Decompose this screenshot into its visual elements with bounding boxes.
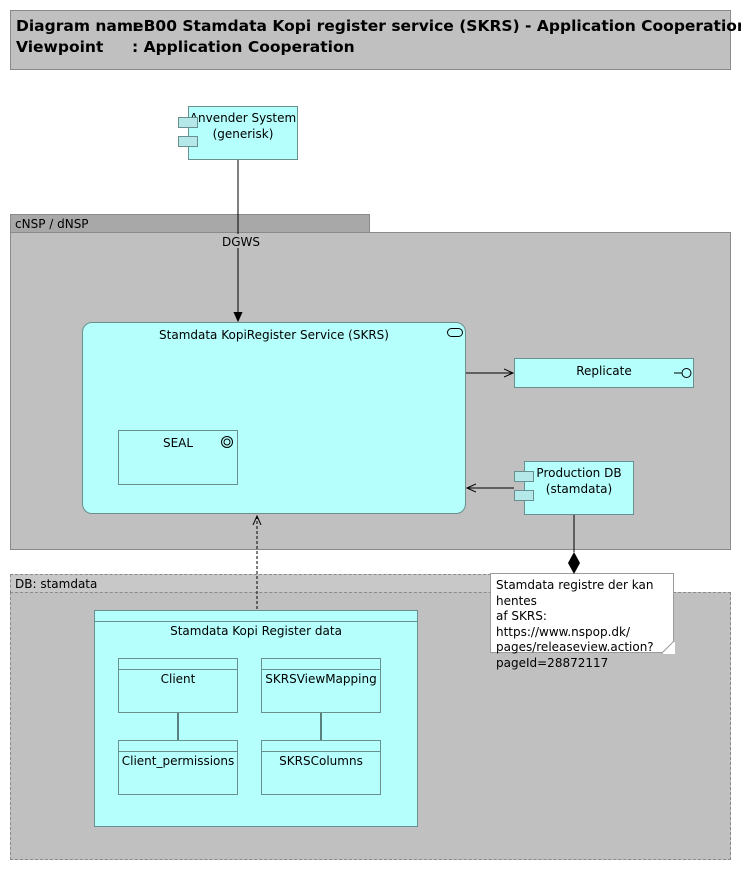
viewpoint-value: : Application Cooperation	[132, 38, 355, 56]
anvender-system-name: Anvender System	[189, 111, 297, 125]
cnsp-group-label: cNSP / dNSP	[15, 217, 89, 231]
skrs-columns-label: SKRSColumns	[279, 754, 363, 768]
dgws-label: DGWS	[222, 235, 261, 249]
note-line: Stamdata registre der kan hentes	[496, 578, 654, 608]
component-icon	[514, 490, 534, 501]
data-object-label: Stamdata Kopi Register data	[170, 624, 342, 638]
data-object-header-line	[119, 669, 237, 670]
note[interactable]: Stamdata registre der kan hentes af SKRS…	[490, 573, 674, 670]
anvender-system-component[interactable]: Anvender System (generisk)	[188, 106, 298, 160]
client-data-object[interactable]: Client	[118, 658, 238, 713]
production-db-name: Production DB	[536, 466, 622, 480]
component-icon	[178, 117, 198, 128]
anvender-system-subtitle: (generisk)	[212, 127, 274, 141]
skrs-view-mapping-data-object[interactable]: SKRSViewMapping	[261, 658, 381, 713]
diagram-name-row: Diagram name: B00 Stamdata Kopi register…	[16, 17, 741, 35]
skrs-service-label: Stamdata KopiRegister Service (SKRS)	[159, 328, 389, 342]
assembly-interface-icon	[221, 436, 233, 448]
cnsp-group-tab[interactable]: cNSP / dNSP	[10, 214, 370, 233]
service-icon	[447, 328, 463, 337]
viewpoint-key: Viewpoint	[16, 38, 104, 56]
seal-label: SEAL	[162, 436, 194, 450]
note-line: af SKRS: https://www.nspop.dk/	[496, 609, 631, 639]
composition-diamond-icon	[568, 552, 580, 574]
skrs-columns-data-object[interactable]: SKRSColumns	[261, 740, 381, 795]
note-line: pageId=28872117	[496, 655, 609, 670]
data-object-header-line	[119, 751, 237, 752]
data-object-header-line	[95, 621, 417, 622]
component-icon	[178, 136, 198, 147]
diagram-name-key: Diagram name	[16, 17, 144, 35]
seal-interface[interactable]: SEAL	[118, 430, 238, 485]
production-db-component[interactable]: Production DB (stamdata)	[524, 461, 634, 515]
skrs-view-mapping-label: SKRSViewMapping	[265, 672, 377, 686]
data-object-header-line	[262, 751, 380, 752]
component-icon	[514, 471, 534, 482]
diagram-name-value: : B00 Stamdata Kopi register service (SK…	[132, 17, 741, 35]
db-group-tab[interactable]: DB: stamdata	[10, 574, 491, 593]
note-line: pages/releaseview.action?	[496, 640, 654, 654]
note-corner-fold	[661, 640, 675, 654]
note-corner-cut	[663, 642, 675, 654]
viewpoint-row: Viewpoint : Application Cooperation	[16, 38, 355, 56]
client-permissions-label: Client_permissions	[121, 754, 235, 768]
db-group-label: DB: stamdata	[15, 577, 98, 591]
diagram-header: Diagram name: B00 Stamdata Kopi register…	[10, 10, 741, 70]
production-db-subtitle: (stamdata)	[545, 482, 613, 496]
client-label: Client	[160, 672, 196, 686]
interface-lollipop-icon	[674, 368, 692, 378]
data-object-header-line	[262, 669, 380, 670]
replicate-label: Replicate	[576, 364, 632, 378]
replicate-interface[interactable]: Replicate	[514, 358, 694, 388]
client-permissions-data-object[interactable]: Client_permissions	[118, 740, 238, 795]
